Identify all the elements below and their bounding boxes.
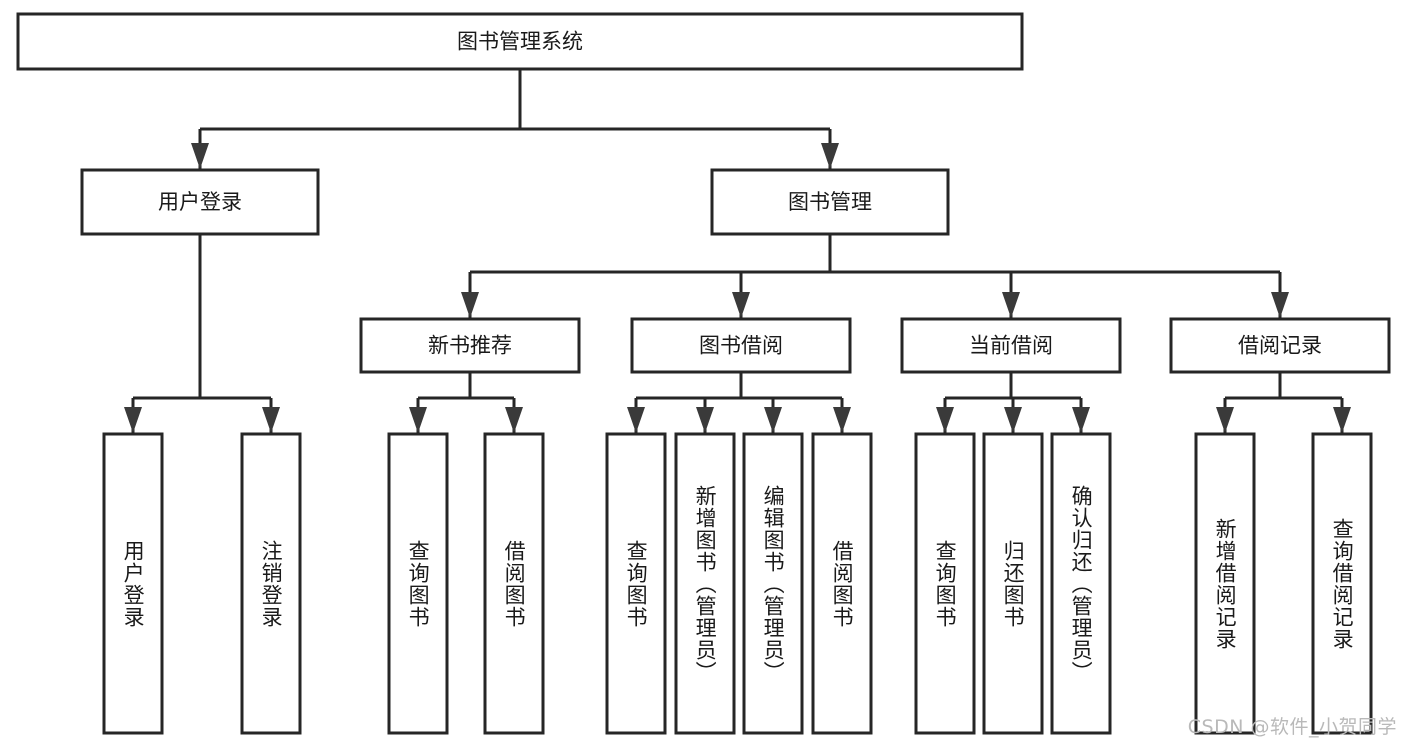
arrow-head-icon-query-borrow-record bbox=[1333, 407, 1351, 433]
arrow-head-icon-borrow-records bbox=[1271, 292, 1289, 318]
boxes-layer bbox=[16, 12, 1391, 735]
arrow-head-icon-borrow-book-1 bbox=[505, 407, 523, 433]
node-box-query-book-2 bbox=[605, 432, 667, 735]
node-box-query-borrow-record bbox=[1311, 432, 1373, 735]
node-box-user-logout bbox=[240, 432, 302, 735]
node-box-user-login bbox=[80, 168, 320, 236]
watermark: CSDN @软件_小贺同学 bbox=[1187, 716, 1397, 738]
arrow-head-icon-user-login bbox=[191, 143, 209, 169]
node-box-query-book-3 bbox=[914, 432, 976, 735]
node-box-user-login-do bbox=[102, 432, 164, 735]
arrow-head-icon-new-book-recommend bbox=[461, 292, 479, 318]
node-box-edit-book-admin bbox=[742, 432, 804, 735]
arrow-head-icon-book-borrowing bbox=[732, 292, 750, 318]
node-box-add-book-admin bbox=[674, 432, 736, 735]
node-box-add-borrow-record bbox=[1194, 432, 1256, 735]
arrow-head-icon-query-book-3 bbox=[936, 407, 954, 433]
node-label-user-login: 用户登录 bbox=[158, 190, 242, 214]
node-label-new-book-recommend: 新书推荐 bbox=[428, 334, 512, 358]
node-label-root: 图书管理系统 bbox=[457, 30, 583, 54]
arrow-head-icon-user-login-do bbox=[124, 407, 142, 433]
node-box-borrow-records bbox=[1169, 317, 1391, 374]
arrow-head-icon-return-book bbox=[1004, 407, 1022, 433]
node-label-current-borrowing: 当前借阅 bbox=[969, 334, 1053, 358]
arrow-head-icon-borrow-book-2 bbox=[833, 407, 851, 433]
node-box-book-borrowing bbox=[630, 317, 852, 374]
arrow-head-icon-current-borrowing bbox=[1002, 292, 1020, 318]
node-label-book-borrowing: 图书借阅 bbox=[699, 334, 783, 358]
node-label-book-management: 图书管理 bbox=[788, 190, 872, 214]
arrow-head-icon-query-book-2 bbox=[627, 407, 645, 433]
node-box-current-borrowing bbox=[900, 317, 1122, 374]
arrow-head-icon-add-book-admin bbox=[696, 407, 714, 433]
node-box-confirm-return-admin bbox=[1050, 432, 1112, 735]
node-box-borrow-book-2 bbox=[811, 432, 873, 735]
arrow-head-icon-user-logout bbox=[262, 407, 280, 433]
node-box-book-management bbox=[710, 168, 950, 236]
arrow-head-icon-query-book-1 bbox=[409, 407, 427, 433]
node-box-root bbox=[16, 12, 1024, 71]
node-box-query-book-1 bbox=[387, 432, 449, 735]
arrow-head-icon-edit-book-admin bbox=[764, 407, 782, 433]
node-box-return-book bbox=[982, 432, 1044, 735]
arrow-head-icon-add-borrow-record bbox=[1216, 407, 1234, 433]
connectors-layer bbox=[124, 69, 1351, 433]
arrow-head-icon-confirm-return-admin bbox=[1072, 407, 1090, 433]
node-box-new-book-recommend bbox=[359, 317, 581, 374]
arrow-head-icon-book-management bbox=[821, 143, 839, 169]
node-label-borrow-records: 借阅记录 bbox=[1238, 334, 1322, 358]
node-box-borrow-book-1 bbox=[483, 432, 545, 735]
